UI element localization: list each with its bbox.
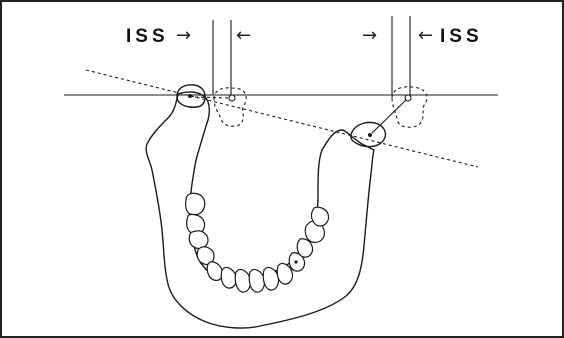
mandible-outline xyxy=(146,92,374,328)
arrow-right-left-top: → xyxy=(176,25,191,46)
tooth-incisor-1 xyxy=(221,267,236,288)
arrow-left-right-top: ← xyxy=(418,25,433,46)
point-left-alt xyxy=(229,95,235,101)
iss-label-right: ISS xyxy=(440,26,483,47)
arrow-right-right-top: → xyxy=(362,25,377,46)
tooth-right-molar-2 xyxy=(311,207,328,226)
dotted-condyle-left xyxy=(214,88,246,126)
connector-right xyxy=(372,100,406,133)
tooth-left-molar-1 xyxy=(186,193,205,215)
dot-mark xyxy=(294,260,297,263)
condyle-left-point xyxy=(188,94,192,98)
arrow-left-left-top: ← xyxy=(236,25,251,46)
iss-label-left: ISS xyxy=(126,26,169,47)
tooth-incisor-3 xyxy=(249,269,264,292)
condyle-right-point xyxy=(368,133,372,137)
tooth-incisor-2 xyxy=(235,269,250,292)
tooth-left-premolar-1 xyxy=(189,231,208,249)
dashed-condyle-line xyxy=(86,70,478,167)
connector-left xyxy=(195,97,229,98)
tooth-canine-left xyxy=(207,262,222,281)
